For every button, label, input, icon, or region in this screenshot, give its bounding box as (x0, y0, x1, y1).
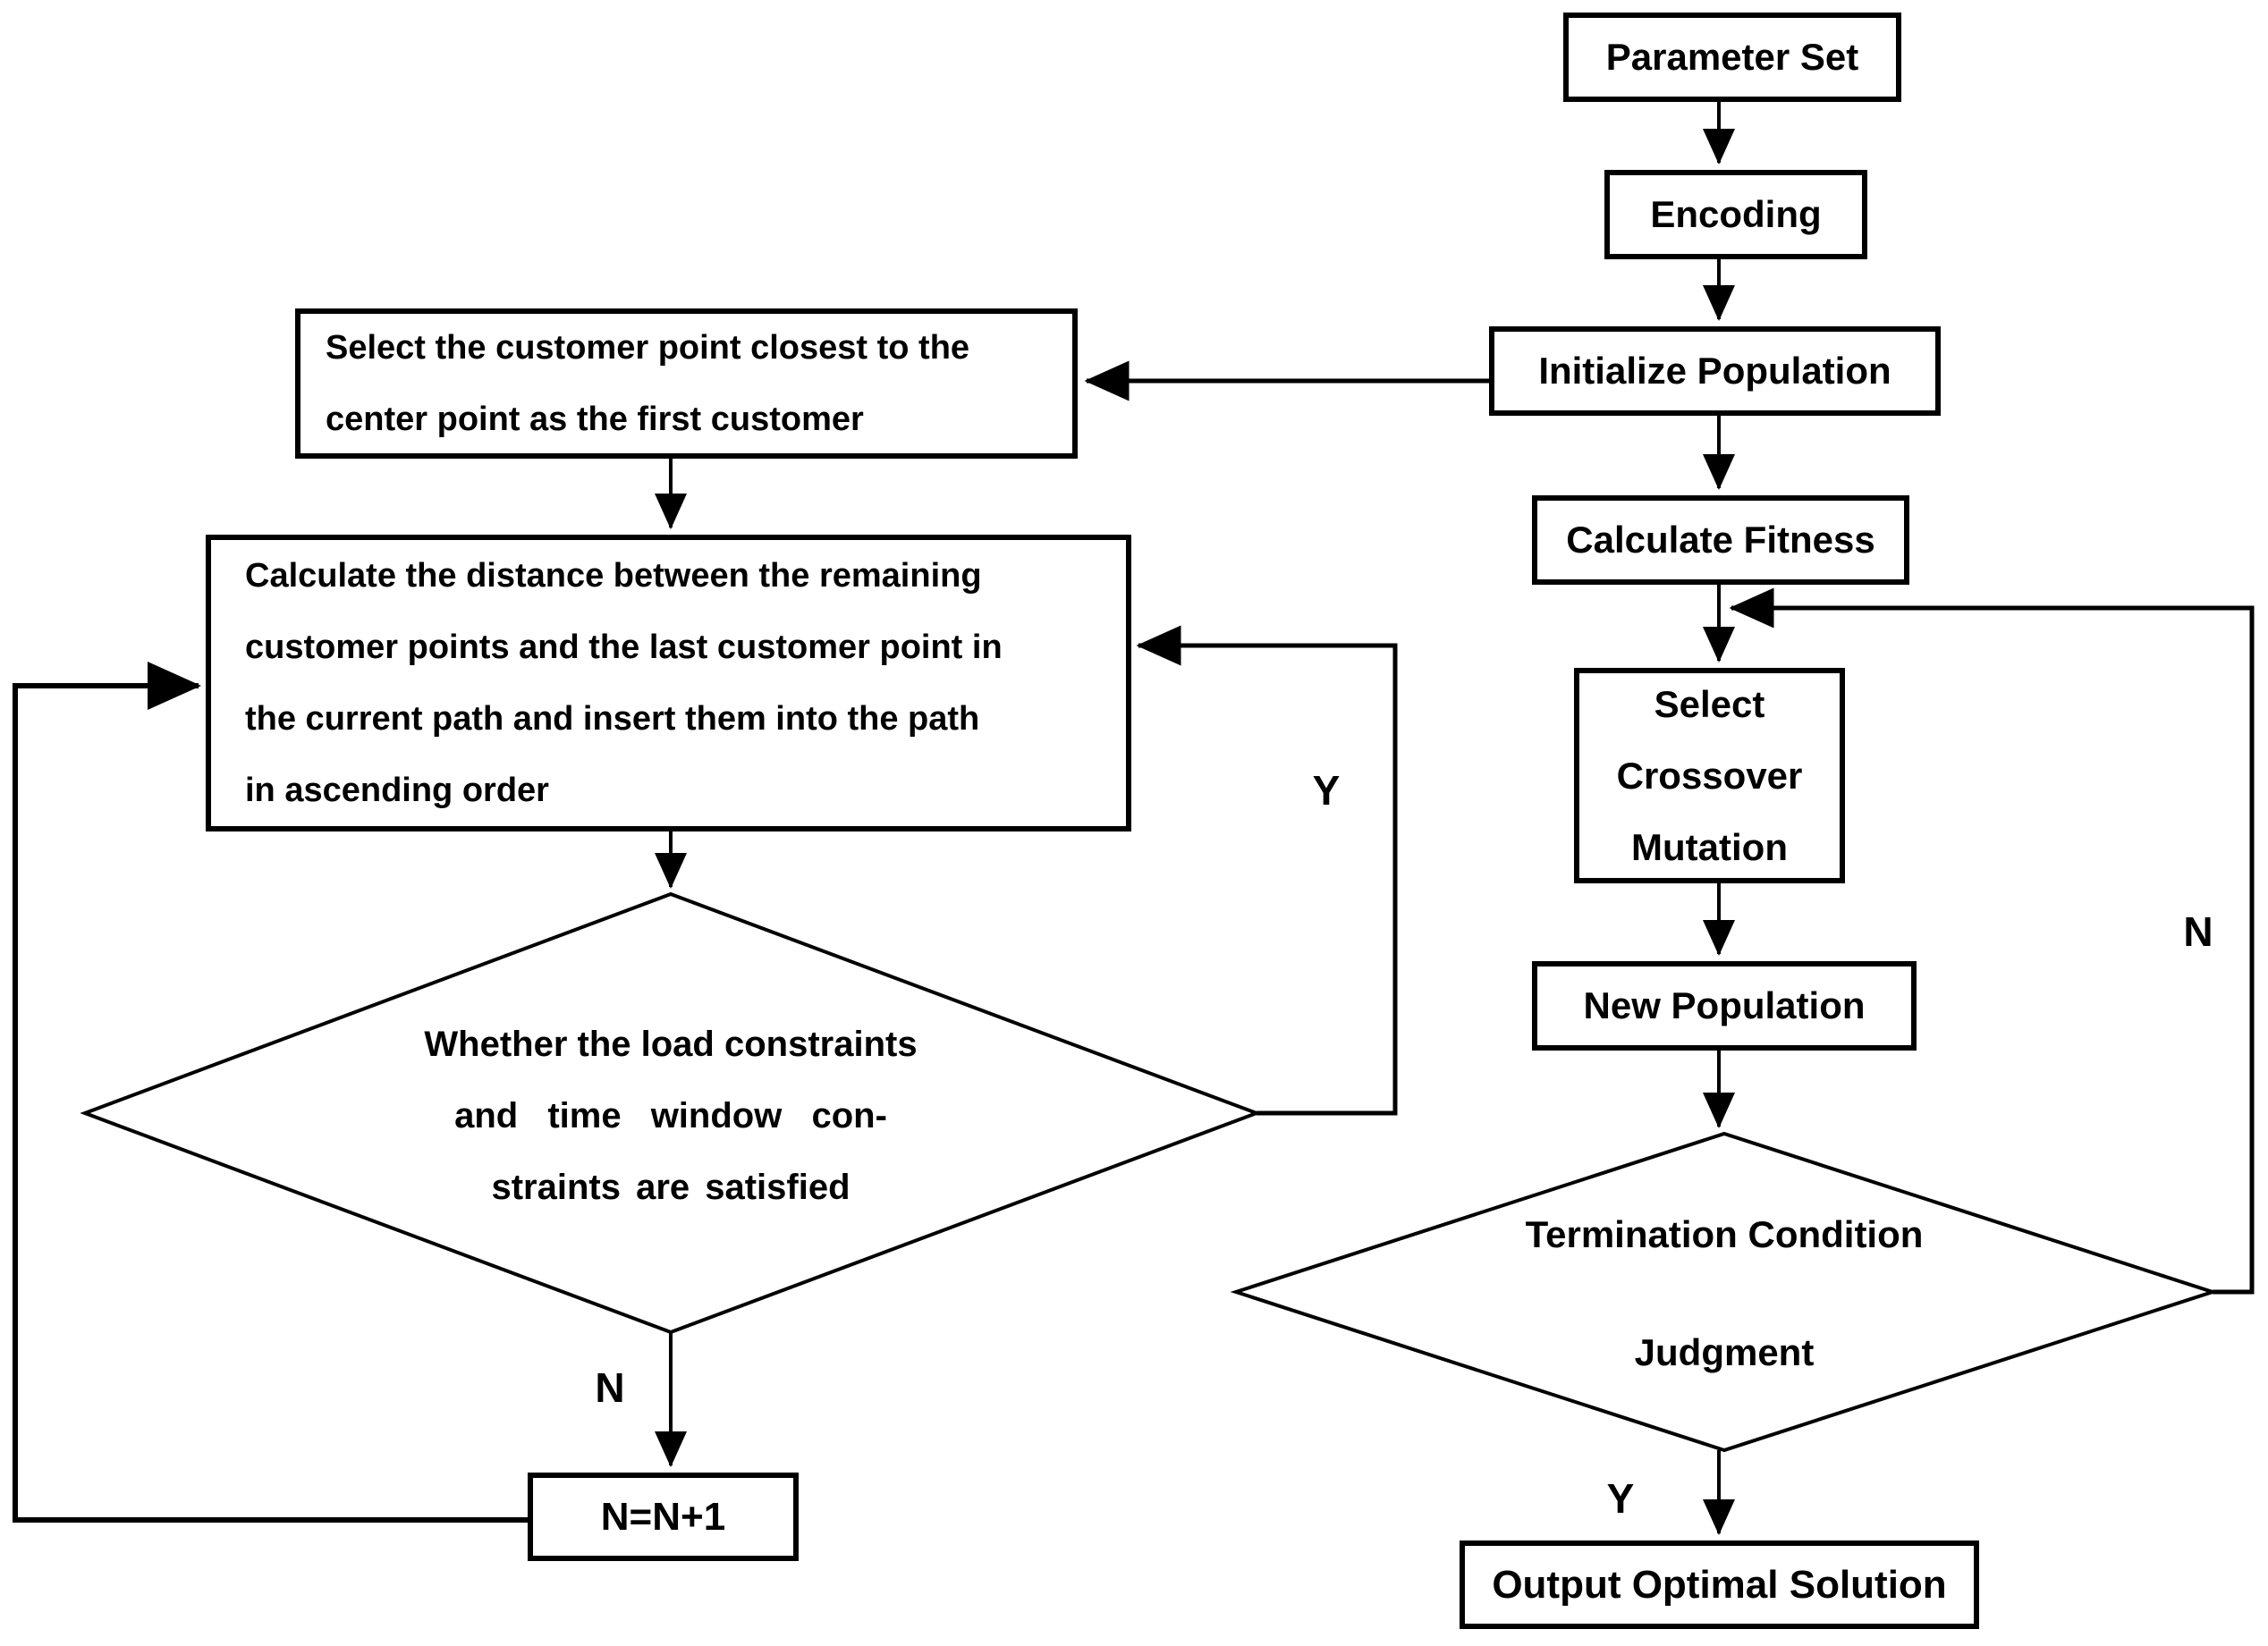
n-loop-line (1729, 587, 2255, 1295)
calc-distance-line-1: Calculate the distance between the remai… (245, 557, 982, 595)
termination-diamond-shape (1230, 1131, 2219, 1453)
right-yes-branch-label: Y (1606, 1475, 1635, 1522)
encoding-label: Encoding (1650, 193, 1822, 235)
calculate-fitness-label: Calculate Fitness (1566, 519, 1875, 561)
constraint-line-3: straints are satisfied (491, 1168, 850, 1207)
new-population-box: New Population (1532, 961, 1917, 1051)
constraint-diamond-shape (80, 891, 1262, 1335)
parameter-set-label: Parameter Set (1605, 36, 1859, 78)
y-loop-line (1136, 625, 1398, 1116)
left-no-branch-label: N (595, 1364, 625, 1411)
termination-line-1: Termination Condition (1525, 1213, 1924, 1255)
select-crossover-mutation-box: Select Crossover Mutation (1574, 668, 1845, 883)
calc-distance-line-2: customer points and the last customer po… (245, 629, 1003, 666)
termination-line-2: Judgment (1634, 1331, 1815, 1373)
calculate-fitness-box: Calculate Fitness (1532, 495, 1909, 585)
termination-diamond-label: Termination Condition Judgment (1411, 1176, 2037, 1412)
increment-return-line (13, 662, 528, 1523)
increment-box: N=N+1 (528, 1473, 799, 1561)
constraint-diamond-label: Whether the load constraints and time wi… (295, 1009, 1046, 1223)
new-population-label: New Population (1583, 984, 1866, 1026)
increment-label: N=N+1 (600, 1494, 726, 1539)
output-optimal-solution-box: Output Optimal Solution (1460, 1540, 1979, 1629)
left-yes-branch-label: Y (1312, 767, 1341, 814)
initialize-population-label: Initialize Population (1538, 350, 1891, 392)
crossover-label: Crossover (1616, 754, 1803, 797)
calc-distance-box: Calculate the distance between the remai… (206, 535, 1131, 831)
select-customer-line-2: center point as the first customer (326, 401, 864, 438)
initialize-population-box: Initialize Population (1489, 326, 1941, 416)
encoding-box: Encoding (1604, 170, 1867, 259)
parameter-set-box: Parameter Set (1563, 13, 1901, 102)
calc-distance-line-4: in ascending order (245, 772, 549, 809)
constraint-line-2: and time window con- (454, 1096, 887, 1135)
mutation-label: Mutation (1631, 825, 1788, 868)
select-customer-line-1: Select the customer point closest to the (326, 329, 970, 367)
right-no-branch-label: N (2183, 908, 2213, 955)
calc-distance-line-3: the current path and insert them into th… (245, 700, 980, 738)
select-label: Select (1654, 682, 1765, 725)
constraint-line-1: Whether the load constraints (424, 1025, 918, 1064)
output-optimal-solution-label: Output Optimal Solution (1492, 1562, 1947, 1607)
select-customer-box: Select the customer point closest to the… (295, 308, 1078, 459)
